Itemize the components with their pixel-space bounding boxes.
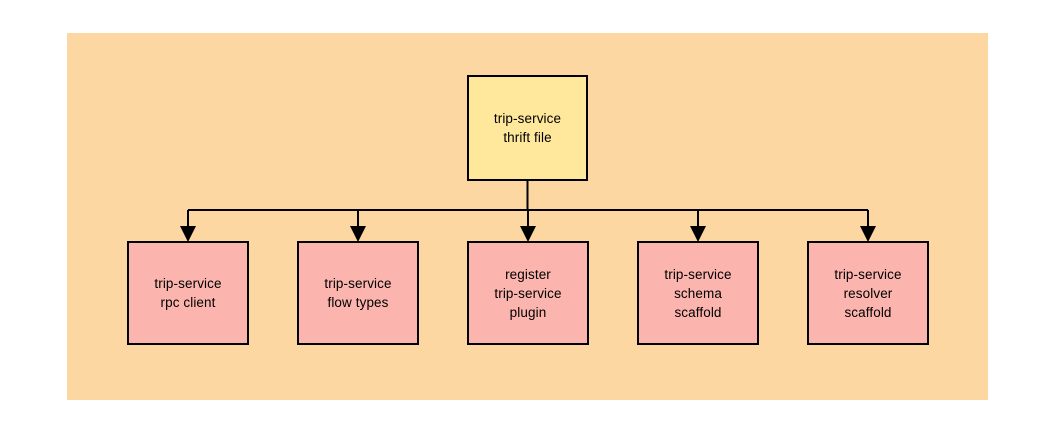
node-trip-service-flow-types[interactable]: trip-service flow types	[297, 241, 419, 345]
node-trip-service-resolver-scaffold[interactable]: trip-service resolver scaffold	[807, 241, 929, 345]
node-register-trip-service-plugin[interactable]: register trip-service plugin	[467, 241, 589, 345]
node-trip-service-thrift-file[interactable]: trip-service thrift file	[467, 75, 588, 181]
node-trip-service-rpc-client[interactable]: trip-service rpc client	[127, 241, 249, 345]
node-trip-service-schema-scaffold[interactable]: trip-service schema scaffold	[637, 241, 759, 345]
